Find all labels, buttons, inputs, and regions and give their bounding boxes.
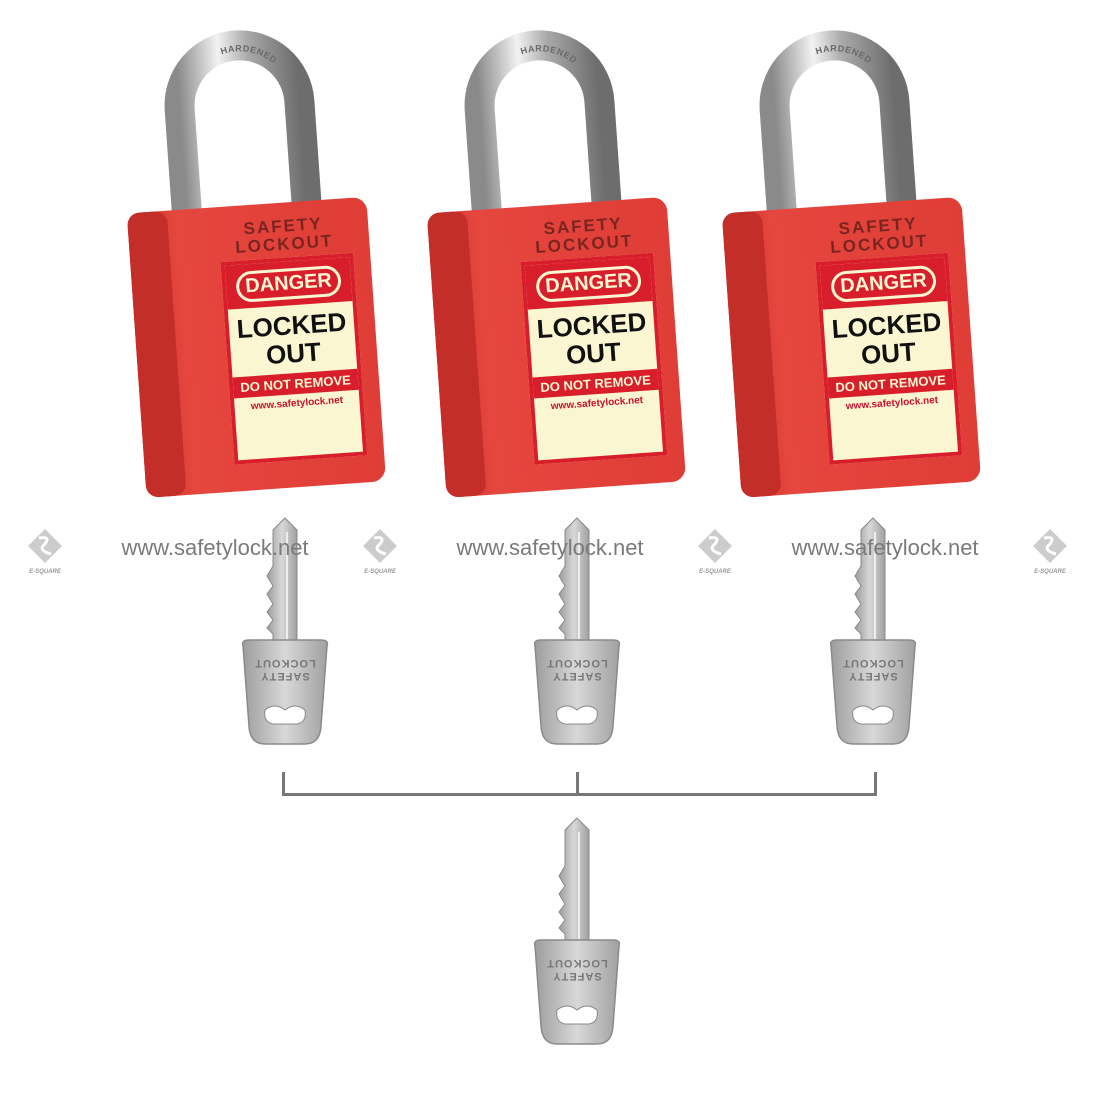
danger-label: DANGER LOCKED OUT DO NOT REMOVE www.safe… [520,252,668,465]
logo-text: E-SQUARE [699,569,731,575]
key-engraving: SAFETY LOCKOUT [527,656,627,682]
key-engraving: SAFETY LOCKOUT [235,656,335,682]
bracket-horizontal [282,793,877,796]
logo-icon [363,529,397,563]
key-text-line: LOCKOUT [546,657,608,669]
key: SAFETY LOCKOUT [527,516,627,748]
logo-text: E-SQUARE [364,569,396,575]
padlock: HARDENED SAFETY LOCKOUT DANGER LOCKED OU… [104,7,397,504]
danger-label: DANGER LOCKED OUT DO NOT REMOVE www.safe… [220,252,368,465]
key: SAFETY LOCKOUT [235,516,335,748]
key-shape [533,517,621,745]
key: SAFETY LOCKOUT [527,816,627,1048]
key-text-line: SAFETY [260,670,310,682]
label-header: DANGER [830,264,937,303]
key-shape [241,517,329,745]
bracket-center [576,772,579,796]
key-text-line: LOCKOUT [546,957,608,969]
e-square-logo: E-SQUARE [1028,526,1072,582]
padlock: HARDENED SAFETY LOCKOUT DANGER LOCKED OU… [699,7,992,504]
label-header: DANGER [235,264,342,303]
key-text-line: SAFETY [848,670,898,682]
key-text-line: LOCKOUT [842,657,904,669]
logo-icon [28,529,62,563]
logo-text: E-SQUARE [1034,569,1066,575]
padlock: HARDENED SAFETY LOCKOUT DANGER LOCKED OU… [404,7,697,504]
danger-label: DANGER LOCKED OUT DO NOT REMOVE www.safe… [815,252,963,465]
key-engraving: SAFETY LOCKOUT [527,956,627,982]
logo-text: E-SQUARE [29,569,61,575]
key-text-line: SAFETY [552,670,602,682]
key-text-line: LOCKOUT [254,657,316,669]
key-shape [829,517,917,745]
label-header: DANGER [535,264,642,303]
bracket-right [874,772,877,796]
key-engraving: SAFETY LOCKOUT [823,656,923,682]
key: SAFETY LOCKOUT [823,516,923,748]
bracket-left [282,772,285,796]
e-square-logo: E-SQUARE [358,526,402,582]
e-square-logo: E-SQUARE [23,526,67,582]
logo-icon [698,529,732,563]
logo-icon [1033,529,1067,563]
key-text-line: SAFETY [552,970,602,982]
key-shape [533,817,621,1045]
e-square-logo: E-SQUARE [693,526,737,582]
